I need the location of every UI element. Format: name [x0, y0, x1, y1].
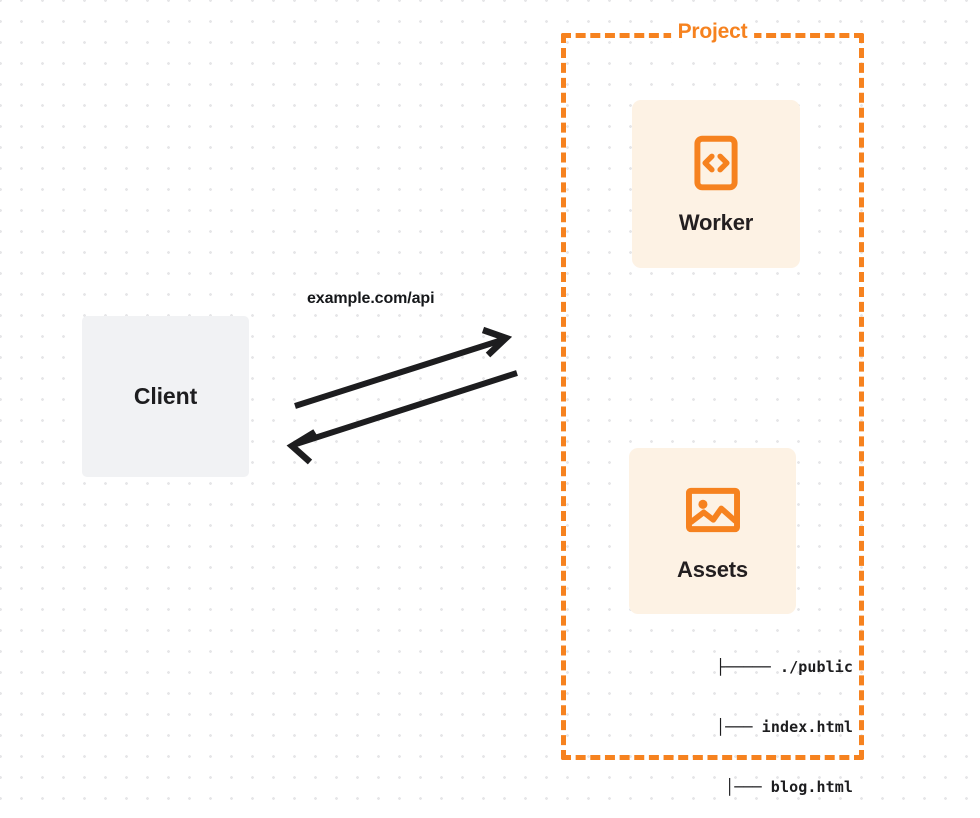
connection-label: example.com/api	[307, 290, 435, 307]
assets-label: Assets	[677, 557, 748, 582]
client-label: Client	[133, 383, 198, 409]
assets-file-tree: ├───── ./public │─── index.html │─── blo…	[608, 617, 853, 818]
project-title: Project	[670, 19, 755, 45]
assets-node[interactable]: Assets	[629, 448, 796, 614]
image-icon	[685, 487, 740, 533]
file-tree-row: ├───── ./public	[716, 658, 853, 676]
code-brackets-icon	[694, 135, 738, 191]
project-group[interactable]: Project Worker Assets ├───── ./public │─…	[561, 19, 864, 796]
worker-label: Worker	[678, 210, 754, 235]
arrow-inbound-head	[286, 429, 317, 465]
arrow-outbound-head	[481, 326, 513, 358]
arrow-inbound-shaft	[295, 370, 518, 447]
file-tree-row: │─── blog.html	[725, 778, 853, 796]
worker-node[interactable]: Worker	[632, 100, 800, 268]
client-node[interactable]: Client	[82, 316, 249, 477]
file-tree-row: │─── index.html	[716, 718, 853, 736]
bidirectional-arrows	[286, 326, 518, 465]
arrow-outbound-shaft	[294, 337, 503, 409]
